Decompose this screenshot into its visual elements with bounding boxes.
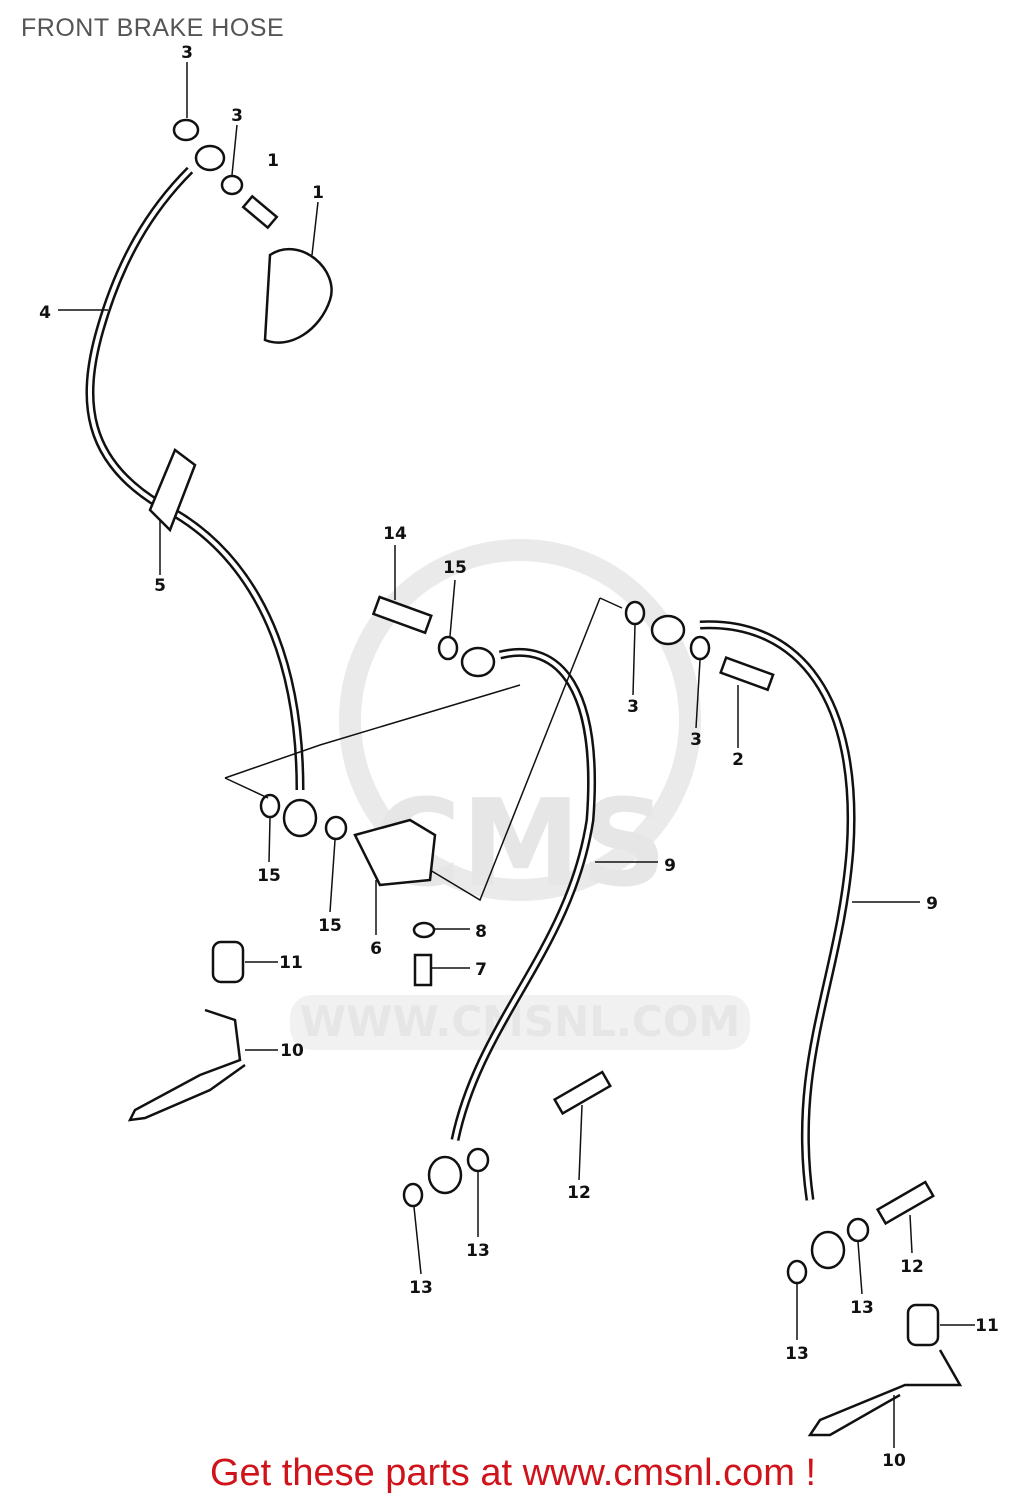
bracket-10-icon: [127, 1008, 246, 1122]
callout-label: 10: [280, 1041, 304, 1061]
washer-icon: [846, 1217, 870, 1243]
diagram-title: FRONT BRAKE HOSE: [21, 14, 285, 42]
bolt-icon: [552, 1070, 612, 1116]
callout-label: 12: [900, 1257, 924, 1277]
washer-icon: [324, 815, 348, 841]
washer-icon: [402, 1182, 424, 1208]
washer-icon: [466, 1147, 490, 1173]
callout-label: 8: [475, 922, 487, 942]
hose-9-right: [699, 620, 856, 1201]
washer-icon: [220, 174, 244, 196]
union-icon: [810, 1230, 846, 1270]
callout-label: 12: [567, 1183, 591, 1203]
callout-label: 1: [267, 151, 279, 171]
screw-icon: [413, 953, 433, 987]
callout-label: 9: [926, 894, 938, 914]
washer-icon: [437, 635, 459, 661]
callout-label: 13: [850, 1298, 874, 1318]
callout-label: 4: [39, 303, 51, 323]
parts: [127, 118, 963, 1437]
union-icon: [194, 144, 226, 172]
union-icon: [282, 798, 318, 838]
hoses: [85, 166, 856, 1201]
callout-label: 1: [312, 183, 324, 203]
bracket-10-icon: [807, 1349, 963, 1437]
grommet-icon: [211, 940, 245, 984]
callout-label: 15: [443, 558, 467, 578]
joint-6-icon: [353, 818, 437, 887]
washer-icon: [624, 600, 646, 626]
bolt-icon: [875, 1180, 935, 1226]
callout-label: 3: [690, 730, 702, 750]
union-icon: [650, 614, 686, 646]
washer-icon: [259, 793, 281, 819]
washer-icon: [786, 1259, 808, 1285]
callout-label: 6: [370, 939, 382, 959]
callout-label: 11: [279, 953, 303, 973]
union-icon: [427, 1155, 463, 1195]
nut-icon: [412, 921, 436, 939]
bolt-icon: [719, 656, 775, 692]
callout-labels: 3311451415332991515687111012131312131311…: [39, 43, 999, 1471]
callout-label: 5: [154, 576, 166, 596]
callout-label: 13: [466, 1241, 490, 1261]
bolt-icon: [371, 595, 433, 635]
callout-label: 13: [409, 1278, 433, 1298]
callout-label: 3: [181, 43, 193, 63]
callout-label: 3: [231, 106, 243, 126]
clamp-5-icon: [148, 448, 197, 533]
washer-icon: [689, 635, 711, 661]
callout-label: 11: [975, 1316, 999, 1336]
callout-label: 9: [664, 856, 676, 876]
union-icon: [460, 646, 496, 678]
callout-label: 2: [732, 750, 744, 770]
grommet-icon: [906, 1303, 940, 1347]
watermark: CMS WWW.CMSNL.COM: [290, 539, 750, 1050]
footer-link[interactable]: Get these parts at www.cmsnl.com !: [209, 1452, 817, 1494]
bolt-icon: [241, 194, 279, 230]
callout-label: 10: [882, 1451, 906, 1471]
callout-label: 15: [318, 916, 342, 936]
watermark-url: WWW.CMSNL.COM: [300, 997, 741, 1046]
cap-icon: [263, 247, 333, 344]
callout-label: 7: [475, 960, 487, 980]
callout-label: 3: [627, 697, 639, 717]
washer-icon: [172, 118, 200, 142]
callout-label: 15: [257, 866, 281, 886]
leader-lines: [58, 62, 975, 1448]
callout-label: 14: [383, 524, 407, 544]
callout-label: 13: [785, 1344, 809, 1364]
